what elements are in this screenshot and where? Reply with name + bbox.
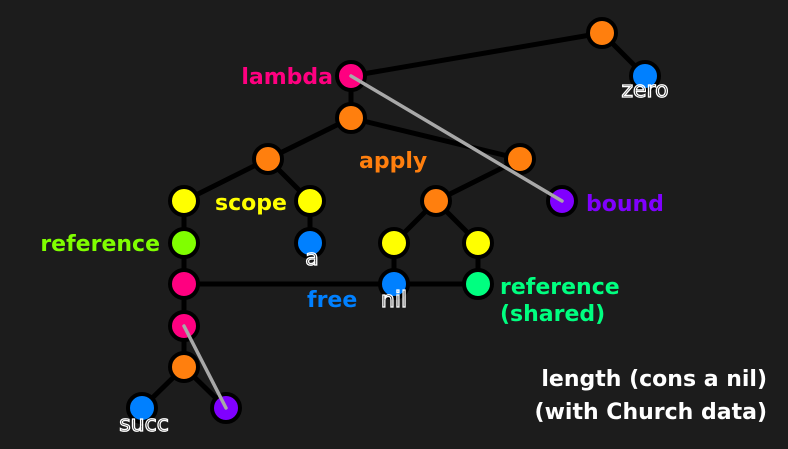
node-yellow-3 <box>378 227 410 259</box>
node-nil-blue <box>378 268 410 300</box>
node-shared-teal <box>462 268 494 300</box>
edge-lambda-top <box>348 30 605 79</box>
label-apply: apply <box>359 149 427 174</box>
node-mid-orange <box>420 185 452 217</box>
node-yellow-1 <box>168 185 200 217</box>
label-scope: scope <box>215 191 287 216</box>
node-reference-green <box>168 227 200 259</box>
label-reference-shared-line1: reference <box>500 275 620 300</box>
node-left-orange <box>252 143 284 175</box>
label-lambda: lambda <box>241 65 333 90</box>
label-a: a <box>305 246 318 271</box>
node-top-orange <box>586 17 618 49</box>
node-a-blue <box>294 227 326 259</box>
caption-line-2: (with Church data) <box>535 400 767 425</box>
node-apply-orange <box>335 102 367 134</box>
label-succ: succ <box>119 412 169 437</box>
label-zero: zero <box>621 78 668 103</box>
pointer-magenta-purple <box>182 324 228 410</box>
node-right-orange <box>504 143 536 175</box>
label-nil: nil <box>381 288 407 313</box>
edge-apply-right <box>348 115 523 162</box>
node-yellow-4 <box>462 227 494 259</box>
graph-nodes <box>126 17 661 424</box>
label-reference: reference <box>40 232 160 257</box>
label-reference-shared-line2: (shared) <box>500 302 605 327</box>
node-magenta-1 <box>168 268 200 300</box>
label-bound: bound <box>586 192 664 217</box>
label-free: free <box>307 288 357 313</box>
node-succ-blue <box>126 392 158 424</box>
graph-edges <box>139 30 648 411</box>
node-yellow-2 <box>294 185 326 217</box>
pointer-lambda-bound <box>349 74 564 203</box>
caption-line-1: length (cons a nil) <box>541 367 767 392</box>
node-bottom-orange <box>168 351 200 383</box>
binding-pointers <box>182 74 564 410</box>
node-zero-blue <box>629 60 661 92</box>
